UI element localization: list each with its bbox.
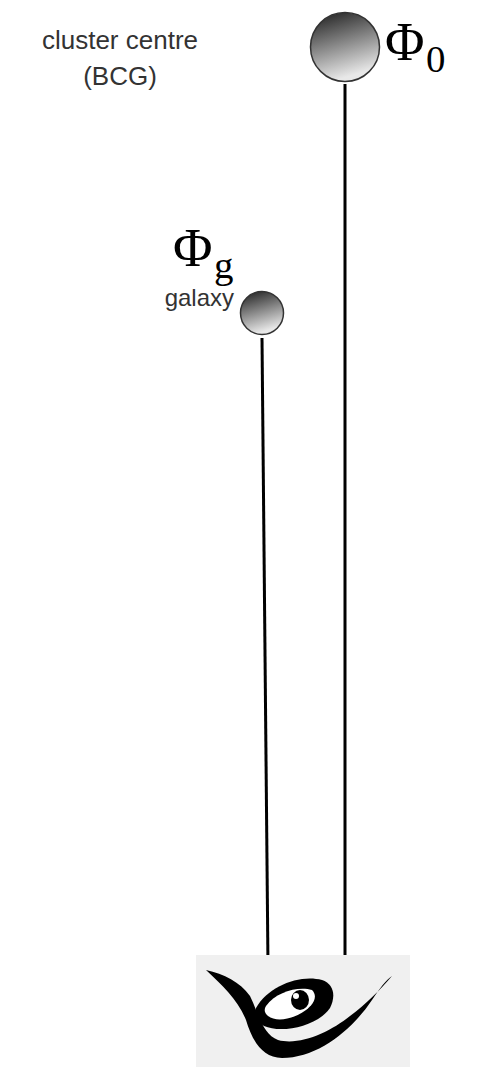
eye-glint xyxy=(293,993,299,999)
body-circle-shape xyxy=(309,11,381,83)
potential-symbol: Φg xyxy=(173,218,233,283)
body-circle: Φggalaxy xyxy=(239,290,285,336)
eye-white xyxy=(265,989,315,1020)
cluster-sightline xyxy=(344,84,347,966)
observer-eye xyxy=(196,955,410,1067)
object-label: galaxy xyxy=(99,283,234,313)
eye-pupil xyxy=(291,990,309,1010)
body-circle-fill xyxy=(241,292,284,335)
eye-outline xyxy=(206,970,392,1058)
body-circle: cluster centre (BCG)Φ0 xyxy=(309,11,381,83)
galaxy-sightline xyxy=(262,338,268,966)
potential-symbol: Φ0 xyxy=(385,12,445,77)
object-label: cluster centre (BCG) xyxy=(15,22,225,94)
body-circle-fill xyxy=(311,13,380,82)
eye-background xyxy=(196,955,410,1067)
body-circle-shape xyxy=(239,290,285,336)
eye-lid xyxy=(255,978,333,1029)
